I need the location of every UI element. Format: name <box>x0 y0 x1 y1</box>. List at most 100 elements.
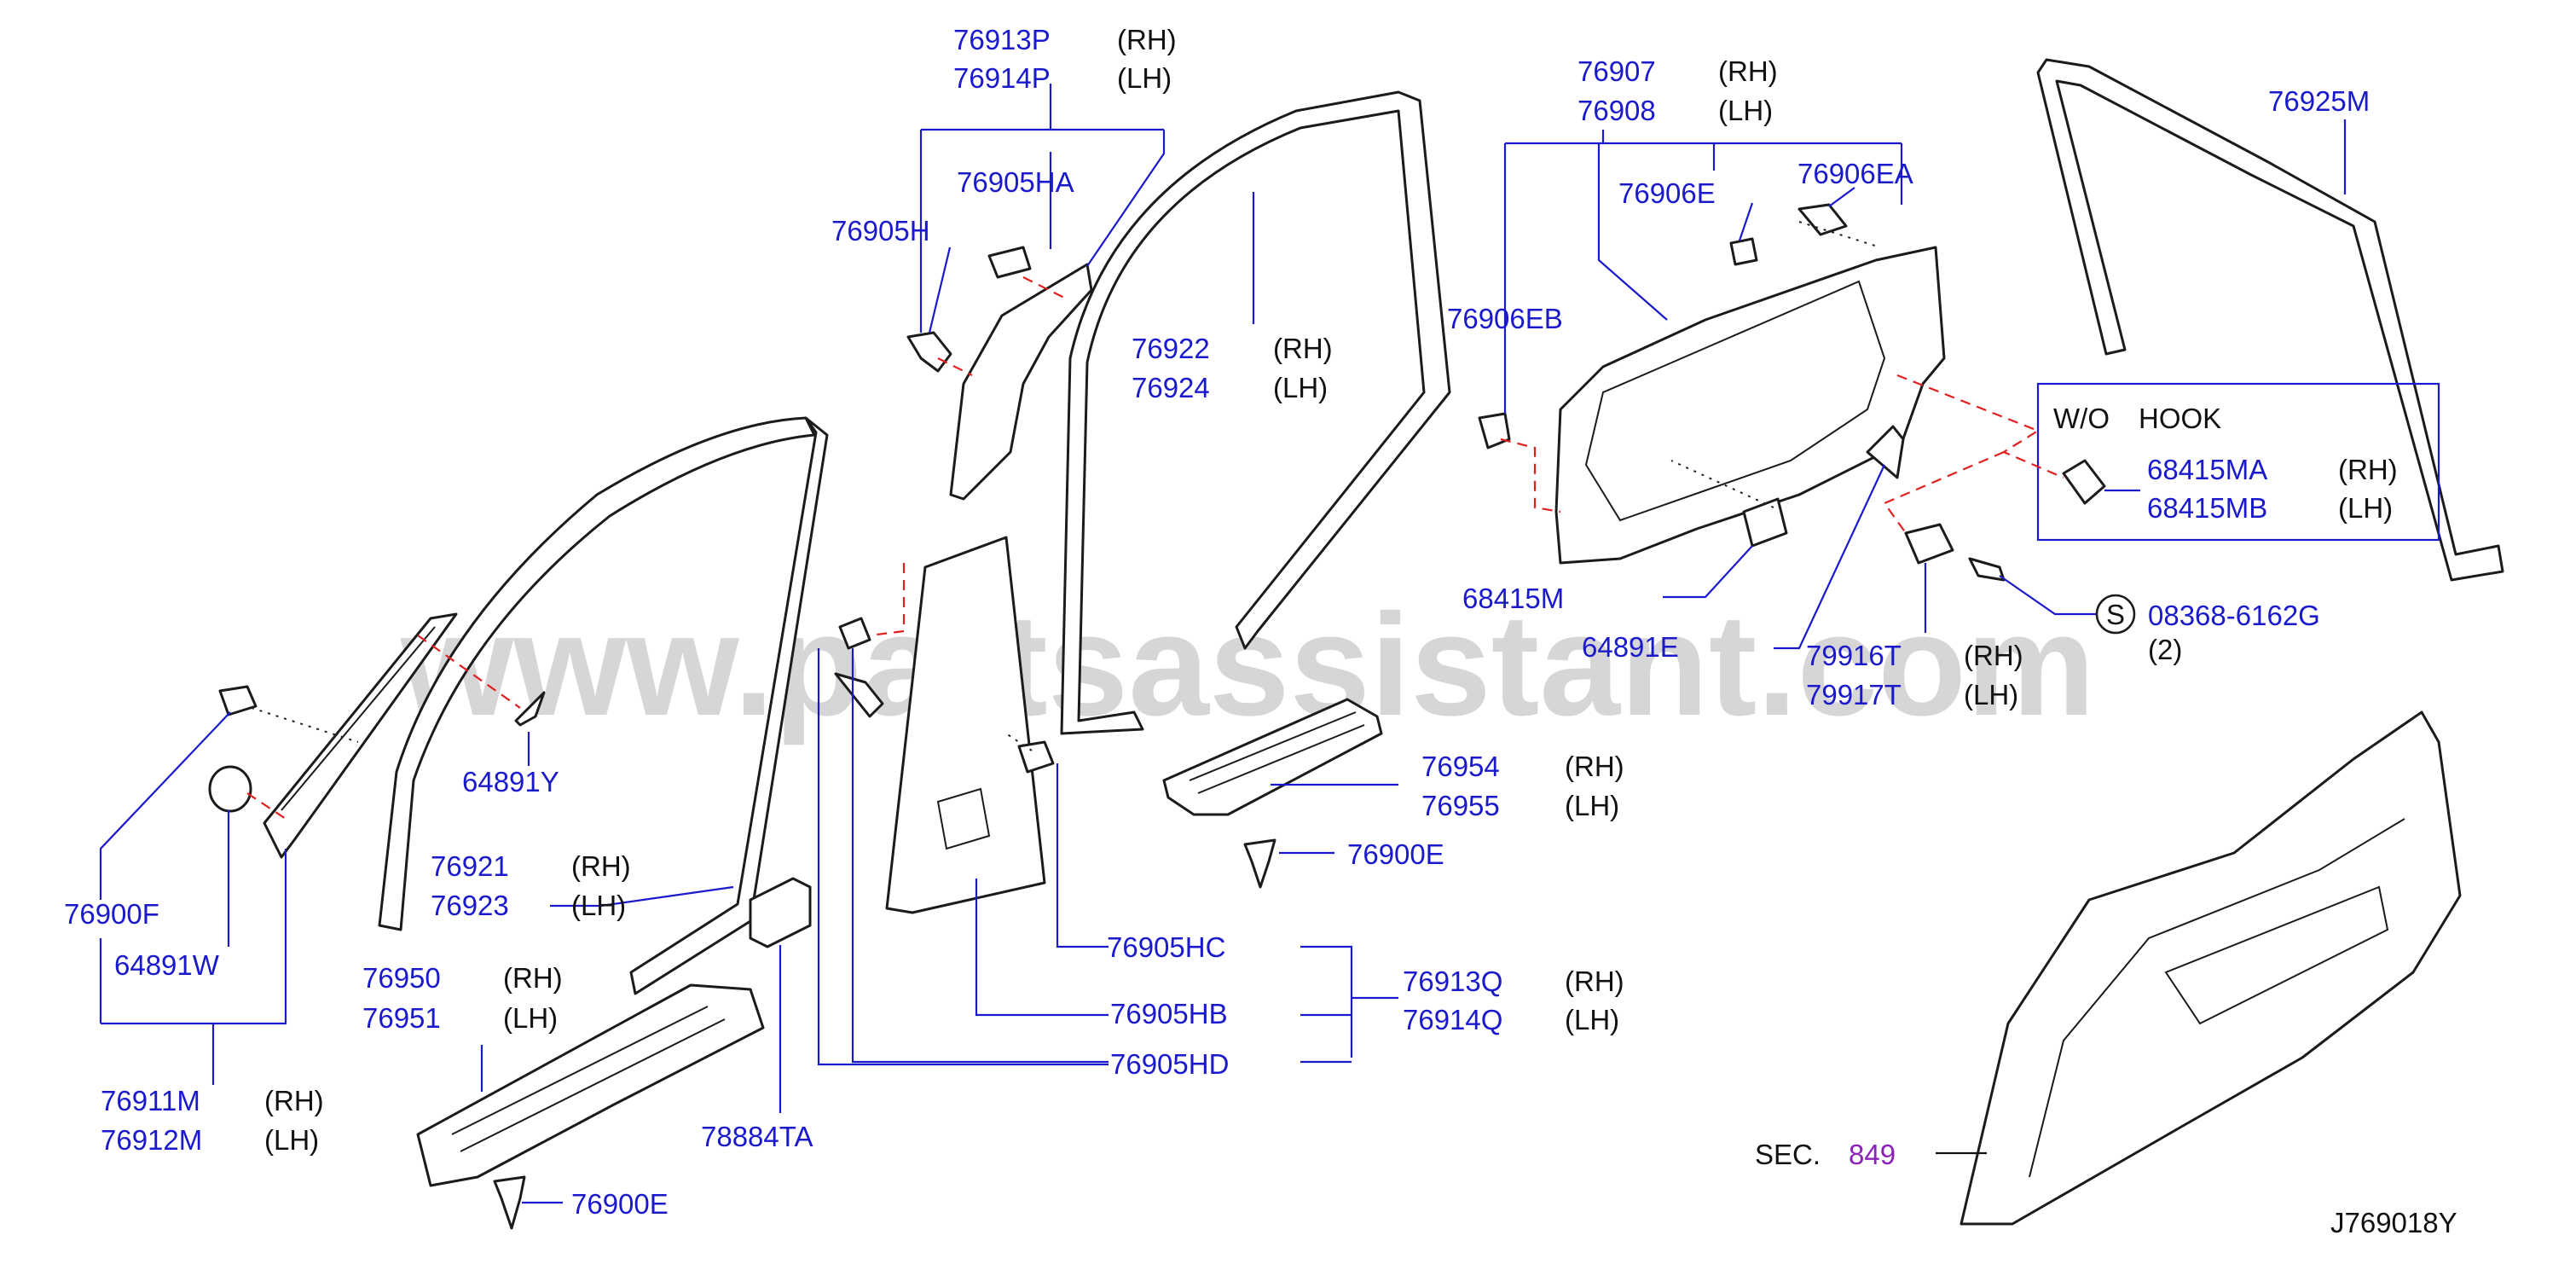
pn-79916t: 79916T <box>1806 640 1902 671</box>
pn-78884ta: 78884TA <box>701 1121 813 1152</box>
pn-76907: 76907 <box>1577 55 1656 87</box>
wo-hook-title-b: HOOK <box>2139 403 2221 434</box>
pn-76900f: 76900F <box>64 898 159 930</box>
clip-76905hb <box>838 617 871 650</box>
pn-76911m: 76911M <box>101 1085 200 1116</box>
pn-76954: 76954 <box>1421 751 1500 782</box>
pn-76921: 76921 <box>431 850 509 882</box>
diagram-id: J769018Y <box>2330 1207 2457 1238</box>
clip-76900f <box>218 685 258 716</box>
pn-76924: 76924 <box>1132 372 1210 403</box>
side-68415ma: (RH) <box>2338 454 2398 485</box>
pn-76950: 76950 <box>362 962 441 994</box>
kicking-plate-76950 <box>416 983 765 1187</box>
line-art <box>208 58 2504 1230</box>
clip-76905h <box>906 331 952 373</box>
pn-76914p: 76914P <box>953 62 1051 94</box>
leader-lines <box>99 84 2440 1204</box>
pn-64891w: 64891W <box>114 949 220 981</box>
side-76913p: (RH) <box>1117 24 1177 55</box>
alignment-lines <box>246 221 2064 820</box>
clip-76905hc <box>1017 740 1055 774</box>
pn-76900e-lower: 76900E <box>571 1188 669 1220</box>
pn-68415ma: 68415MA <box>2147 454 2267 485</box>
pn-64891y: 64891Y <box>462 766 559 797</box>
grommet-64891w <box>208 765 252 813</box>
side-76921: (RH) <box>571 850 631 882</box>
side-76911m: (RH) <box>264 1085 324 1116</box>
pn-76905ha: 76905HA <box>957 166 1074 198</box>
side-76912m: (LH) <box>264 1124 319 1156</box>
wo-hook-title-a: W/O <box>2053 403 2110 434</box>
cap-68415ma <box>2062 459 2106 505</box>
front-weatherstrip-76921 <box>378 416 816 931</box>
qty-08368: (2) <box>2148 634 2182 665</box>
callouts: 76913P (RH) 76914P (LH) 76905HA 76905H 7… <box>64 24 2457 1238</box>
pn-76908: 76908 <box>1577 95 1656 126</box>
side-76922: (RH) <box>1273 333 1333 364</box>
s-symbol-circle <box>2095 594 2136 635</box>
clip-76906ea <box>1797 203 1848 236</box>
pn-79917t: 79917T <box>1806 679 1902 710</box>
rear-door-weatherstrip-76922 <box>1060 90 1451 735</box>
pn-76925m: 76925M <box>2268 85 2370 117</box>
side-76914p: (LH) <box>1117 62 1172 94</box>
sec-prefix: SEC. <box>1755 1139 1821 1170</box>
pn-76951: 76951 <box>362 1002 441 1034</box>
sec-849-trim <box>1959 710 2462 1226</box>
side-76951: (LH) <box>503 1002 558 1034</box>
side-68415mb: (LH) <box>2338 492 2393 524</box>
s-symbol: S <box>2106 599 2125 630</box>
side-76907: (RH) <box>1718 55 1778 87</box>
wo-hook-box <box>2036 382 2440 542</box>
pn-76923: 76923 <box>431 890 509 921</box>
side-79917t: (LH) <box>1964 679 2018 710</box>
rear-weatherstrip-76925m <box>2036 58 2504 582</box>
side-76950: (RH) <box>503 962 563 994</box>
side-76954: (RH) <box>1565 751 1624 782</box>
b-pillar-upper-garnish-76913p <box>949 263 1093 501</box>
clip-76905hd <box>834 672 884 718</box>
block-78884ta <box>749 877 812 948</box>
patch-64891e <box>1866 425 1905 479</box>
pn-76905hb: 76905HB <box>1110 998 1228 1029</box>
pn-76913q: 76913Q <box>1403 966 1502 997</box>
b-pillar-lower-garnish-76913q <box>885 536 1046 914</box>
pn-64891e: 64891E <box>1582 631 1679 663</box>
block-68415m <box>1742 497 1788 548</box>
pn-76914q: 76914Q <box>1403 1004 1502 1035</box>
pn-08368-6162g: 08368-6162G <box>2148 600 2320 631</box>
pn-76912m: 76912M <box>101 1124 202 1156</box>
pn-76906e: 76906E <box>1618 177 1716 209</box>
patch-64891y <box>514 691 546 727</box>
pn-76955: 76955 <box>1421 790 1500 821</box>
pn-76906eb: 76906EB <box>1447 303 1563 334</box>
clip-76900e-lower <box>493 1175 526 1230</box>
side-76908: (LH) <box>1718 95 1773 126</box>
side-76924: (LH) <box>1273 372 1328 403</box>
side-76955: (LH) <box>1565 790 1619 821</box>
a-pillar-garnish-76911m <box>263 612 458 859</box>
pn-76913p: 76913P <box>953 24 1051 55</box>
side-79916t: (RH) <box>1964 640 2023 671</box>
clip-76906e <box>1729 237 1758 266</box>
hook-79916t <box>1904 523 1954 565</box>
sec-number-link[interactable]: 849 <box>1849 1139 1896 1170</box>
clip-76905ha <box>987 246 1032 279</box>
pn-76922: 76922 <box>1132 333 1210 364</box>
front-weatherstrip-lower <box>629 416 829 995</box>
side-76913q: (RH) <box>1565 966 1624 997</box>
bolt-08368 <box>1968 557 2006 582</box>
pn-76906ea: 76906EA <box>1797 158 1913 189</box>
pn-76905h: 76905H <box>831 215 930 246</box>
side-76914q: (LH) <box>1565 1004 1619 1035</box>
pn-68415mb: 68415MB <box>2147 492 2267 524</box>
pn-76905hd: 76905HD <box>1110 1048 1229 1080</box>
pn-76905hc: 76905HC <box>1107 931 1225 963</box>
pn-68415m: 68415M <box>1462 583 1564 614</box>
pn-76900e-upper: 76900E <box>1347 838 1444 870</box>
clip-76900e-upper <box>1243 838 1276 889</box>
rear-side-finisher-76907 <box>1554 246 1946 565</box>
